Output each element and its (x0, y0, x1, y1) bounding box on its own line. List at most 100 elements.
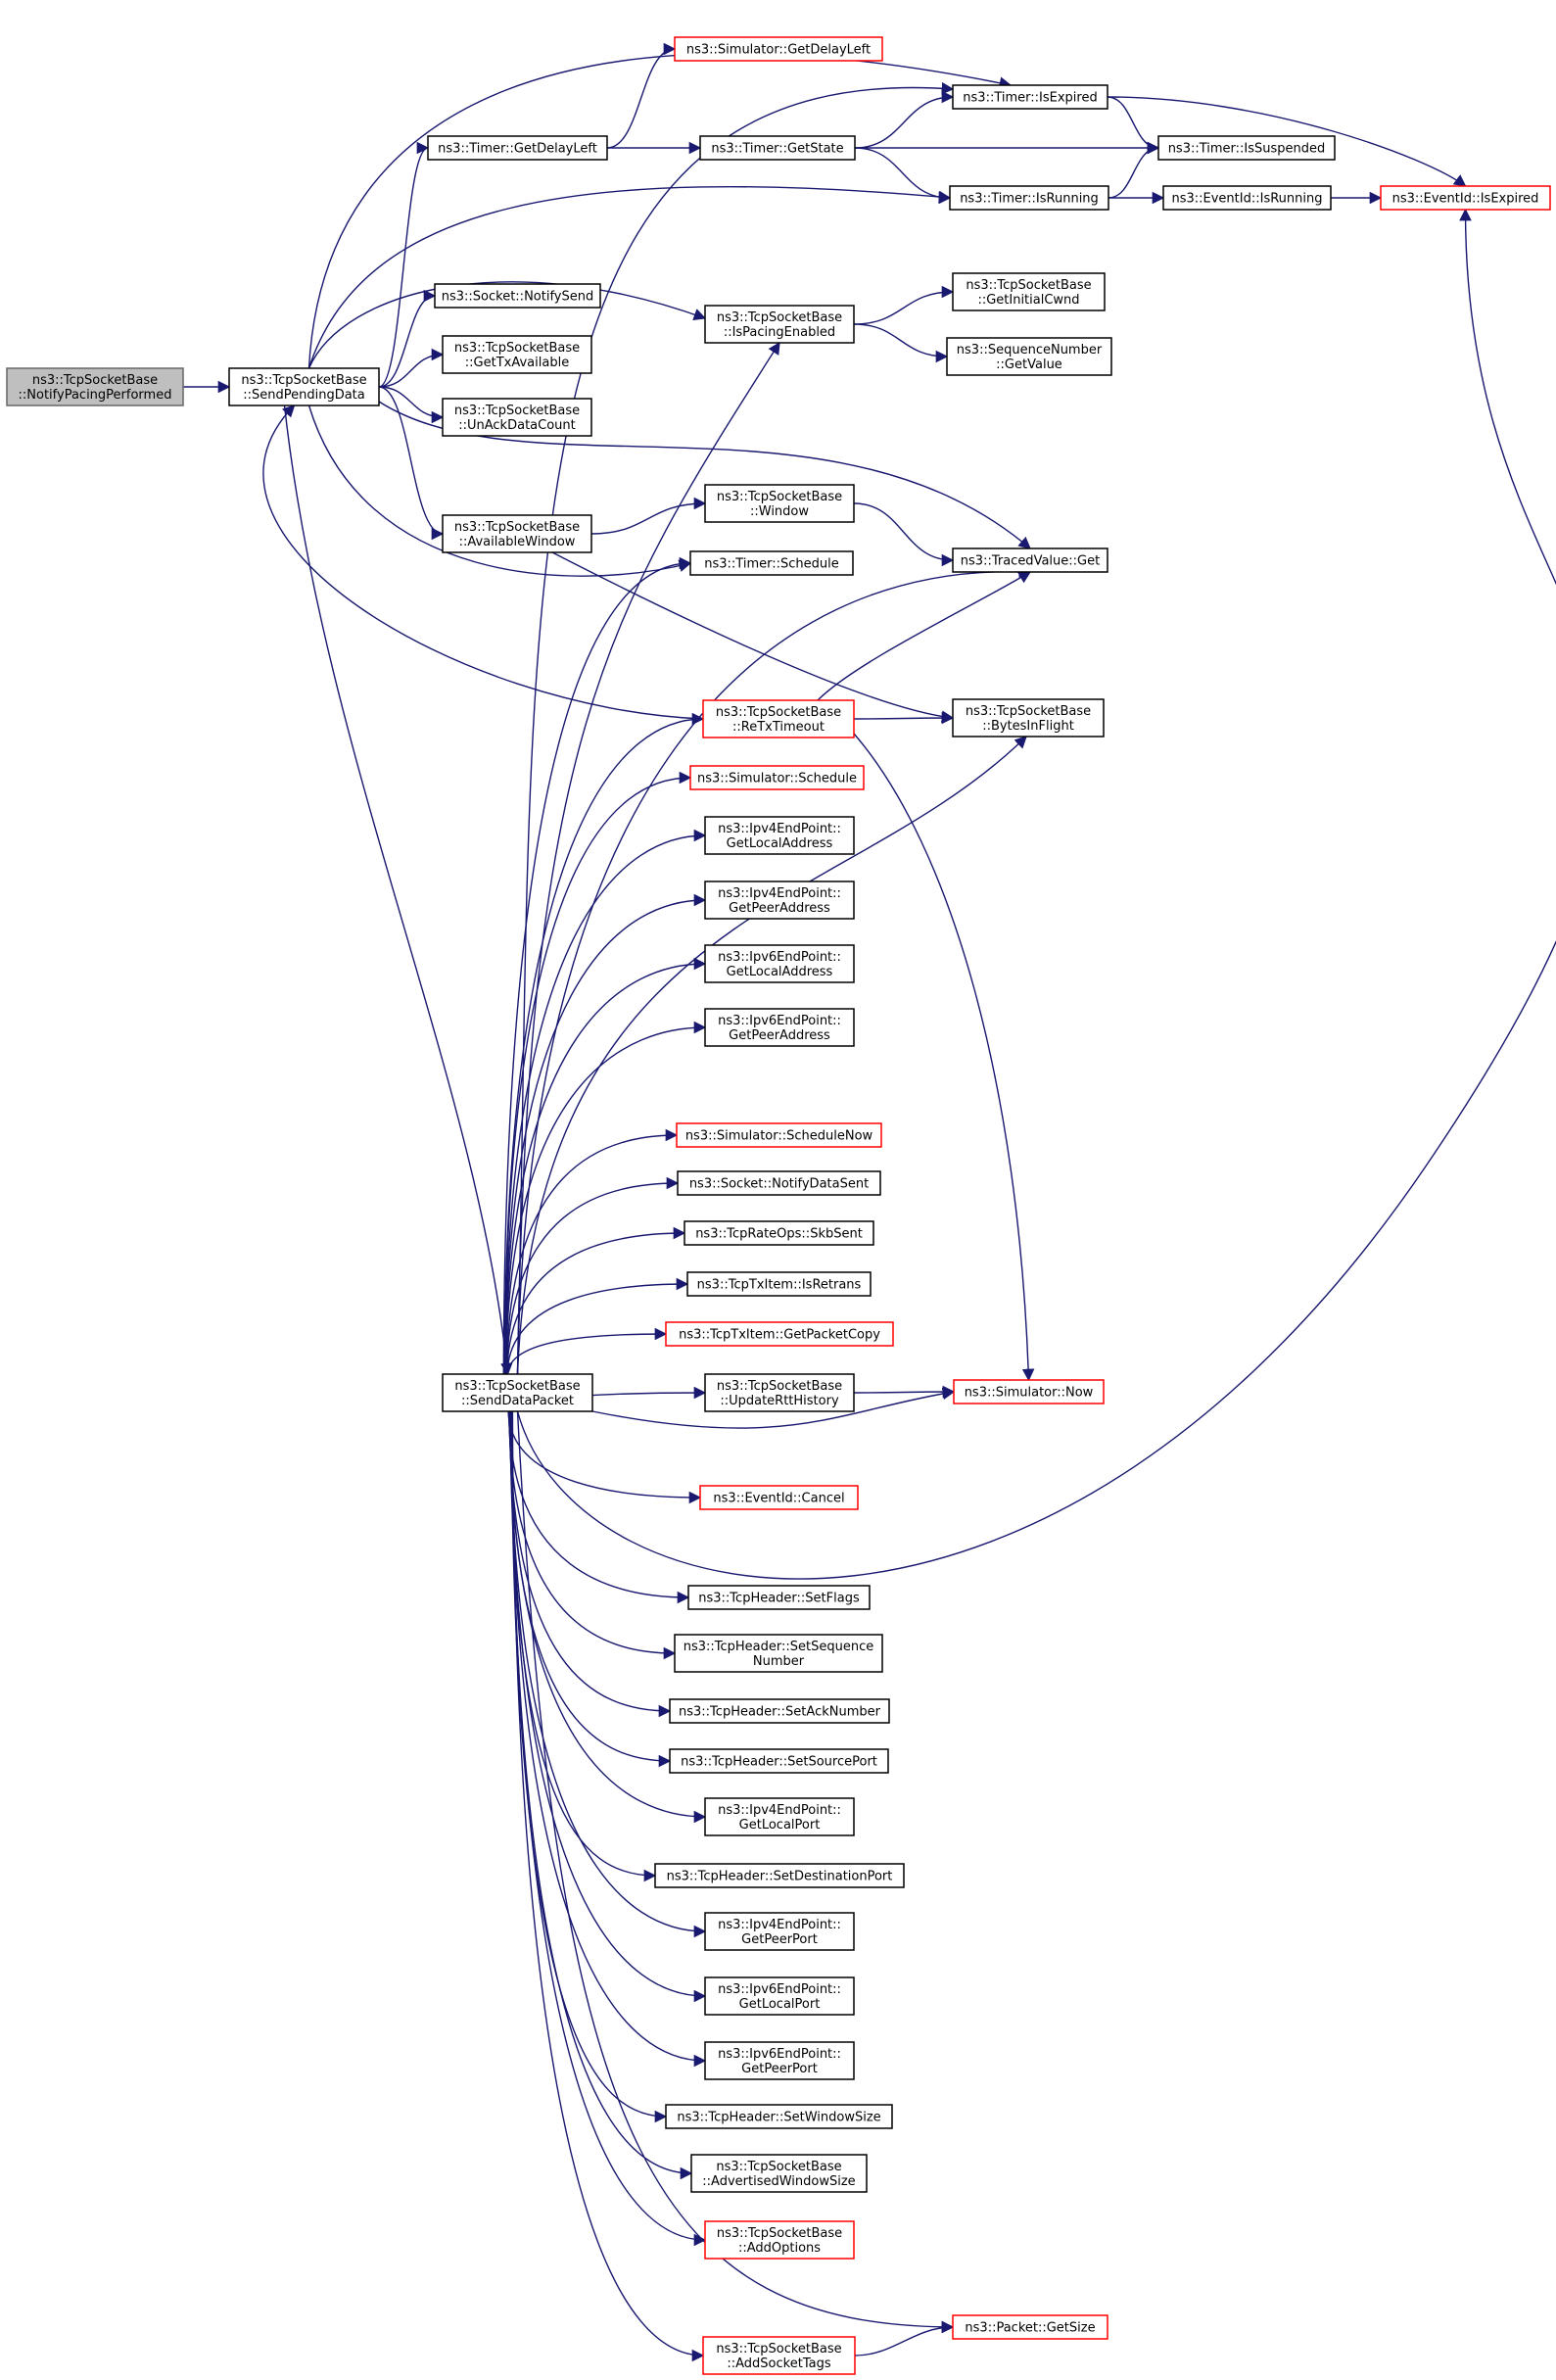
graph-node[interactable]: ns3::Socket::NotifyDataSent (677, 1170, 881, 1196)
graph-node[interactable]: ns3::Timer::IsSuspended (1157, 135, 1336, 161)
node-label: ns3::TcpTxItem::GetPacketCopy (679, 1328, 880, 1343)
graph-node[interactable]: ns3::TcpSocketBase::ReTxTimeout (702, 699, 855, 738)
node-label: ::NotifyPacingPerformed (19, 388, 172, 403)
node-label: ::AdvertisedWindowSize (702, 2174, 855, 2189)
graph-node[interactable]: ns3::Ipv6EndPoint::GetLocalAddress (704, 944, 855, 983)
node-label: ::Window (750, 504, 809, 519)
graph-node[interactable]: ns3::Simulator::Schedule (689, 765, 865, 790)
node-label: ns3::Simulator::Schedule (697, 772, 857, 786)
call-edge-n32-n28 (505, 1176, 680, 1375)
graph-node[interactable]: ns3::Simulator::GetDelayLeft (674, 36, 883, 62)
node-box (442, 1373, 593, 1412)
graph-node[interactable]: ns3::Timer::IsExpired (952, 84, 1108, 110)
node-label: ::GetInitialCwnd (977, 293, 1079, 308)
graph-node[interactable]: ns3::TcpHeader::SetDestinationPort (654, 1863, 905, 1888)
graph-node[interactable]: ns3::Ipv4EndPoint::GetPeerPort (704, 1912, 855, 1951)
graph-node[interactable]: ns3::TcpSocketBase::IsPacingEnabled (704, 305, 855, 344)
graph-node[interactable]: ns3::Ipv6EndPoint::GetLocalPort (704, 1976, 855, 2016)
graph-node[interactable]: ns3::EventId::Cancel (699, 1485, 859, 1510)
node-label: ns3::Ipv6EndPoint:: (718, 1014, 841, 1028)
node-box (669, 1748, 889, 1774)
node-label: ns3::Timer::GetDelayLeft (438, 142, 597, 157)
node-box (687, 1585, 871, 1610)
node-label: ns3::Ipv6EndPoint:: (718, 1982, 841, 1997)
graph-node[interactable]: ns3::TcpSocketBase::AddOptions (704, 2220, 855, 2260)
node-label: ns3::EventId::IsExpired (1392, 192, 1539, 207)
node-box (684, 1220, 874, 1246)
call-edge-n32-n49 (511, 1410, 705, 2362)
call-edge-n1-n7 (307, 185, 952, 369)
node-label: ::GetValue (996, 357, 1062, 372)
graph-node[interactable]: ns3::TcpTxItem::IsRetrans (686, 1271, 872, 1297)
graph-node[interactable]: ns3::Timer::Schedule (689, 550, 854, 576)
graph-node[interactable]: ns3::Ipv6EndPoint::GetPeerPort (704, 2041, 855, 2080)
node-box (686, 1271, 872, 1297)
node-label: ns3::TcpRateOps::SkbSent (695, 1227, 863, 1242)
call-edge-n16-n21 (551, 551, 955, 723)
graph-node[interactable]: ns3::Ipv4EndPoint::GetPeerAddress (704, 881, 855, 920)
node-box (952, 2314, 1108, 2340)
graph-node[interactable]: ns3::TcpSocketBase::AddSocketTags (702, 2336, 856, 2375)
node-label: ns3::TcpHeader::SetSourcePort (681, 1755, 877, 1770)
graph-node[interactable]: ns3::TcpSocketBase::GetTxAvailable (442, 335, 592, 374)
graph-node[interactable]: ns3::Timer::GetDelayLeft (427, 135, 608, 161)
graph-node[interactable]: ns3::TcpHeader::SetFlags (687, 1585, 871, 1610)
node-label: ns3::TcpSocketBase (716, 2160, 841, 2174)
graph-node[interactable]: ns3::TcpSocketBase::AvailableWindow (442, 514, 592, 553)
node-label: ns3::TcpSocketBase (717, 2226, 842, 2241)
graph-node[interactable]: ns3::TcpHeader::SetWindowSize (665, 2104, 893, 2129)
call-edge-n11-n12 (853, 285, 955, 325)
graph-node[interactable]: ns3::Ipv4EndPoint::GetLocalPort (704, 1797, 855, 1836)
graph-node[interactable]: ns3::SequenceNumber::GetValue (946, 337, 1112, 376)
call-edge-n32-n29 (505, 1226, 686, 1375)
graph-node[interactable]: ns3::TcpSocketBase::AdvertisedWindowSize (690, 2154, 868, 2193)
call-edge-n1-n16 (378, 386, 445, 541)
graph-node[interactable]: ns3::TcpSocketBase::SendDataPacket (442, 1373, 593, 1412)
graph-node[interactable]: ns3::TcpHeader::SetAckNumber (669, 1698, 890, 1724)
node-box (665, 2104, 893, 2129)
node-label: ns3::Simulator::Now (965, 1386, 1094, 1401)
graph-node[interactable]: ns3::TcpSocketBase::UnAckDataCount (442, 398, 592, 437)
node-label: ::BytesInFlight (982, 719, 1074, 734)
graph-node[interactable]: ns3::EventId::IsExpired (1380, 185, 1551, 211)
node-label: GetPeerAddress (729, 901, 830, 916)
node-label: ns3::Socket::NotifySend (442, 290, 594, 305)
graph-node[interactable]: ns3::TcpSocketBase::Window (704, 484, 855, 523)
call-edge-n3-n2 (606, 42, 677, 149)
graph-node[interactable]: ns3::Packet::GetSize (952, 2314, 1108, 2340)
graph-node[interactable]: ns3::Ipv4EndPoint::GetLocalAddress (704, 816, 855, 855)
graph-node[interactable]: ns3::Ipv6EndPoint::GetPeerAddress (704, 1008, 855, 1047)
node-label: ns3::TracedValue::Get (961, 554, 1100, 569)
graph-node[interactable]: ns3::Simulator::ScheduleNow (676, 1122, 882, 1148)
graph-node[interactable]: ns3::TcpTxItem::GetPacketCopy (665, 1321, 894, 1347)
nodes-layer: ns3::TcpSocketBase::NotifyPacingPerforme… (6, 36, 1551, 2375)
graph-node[interactable]: ns3::TcpHeader::SetSourcePort (669, 1748, 889, 1774)
node-label: ::ReTxTimeout (732, 720, 825, 735)
node-box (704, 944, 855, 983)
call-edge-n1-n19 (307, 405, 692, 577)
graph-node[interactable]: ns3::Timer::GetState (699, 135, 856, 161)
graph-node[interactable]: ns3::TcpSocketBase::SendPendingData (228, 367, 380, 406)
graph-node[interactable]: ns3::TracedValue::Get (952, 547, 1108, 573)
node-box (704, 881, 855, 920)
graph-node[interactable]: ns3::Simulator::Now (953, 1379, 1105, 1404)
call-edge-n49-n48 (854, 2320, 955, 2356)
graph-node[interactable]: ns3::EventId::IsRunning (1162, 185, 1332, 211)
node-label: ns3::Packet::GetSize (965, 2321, 1095, 2336)
graph-node[interactable]: ns3::TcpSocketBase::BytesInFlight (952, 698, 1105, 738)
graph-node[interactable]: ns3::TcpSocketBase::UpdateRttHistory (704, 1373, 855, 1412)
call-edge-n32-n27 (505, 1128, 679, 1375)
node-box (442, 335, 592, 374)
node-label: Number (753, 1654, 805, 1669)
graph-node[interactable]: ns3::Timer::IsRunning (949, 185, 1109, 211)
node-label: ns3::TcpSocketBase (454, 404, 580, 418)
node-box (702, 2336, 856, 2375)
call-edge-n5-n4 (854, 90, 955, 149)
node-box (674, 1634, 883, 1673)
graph-node[interactable]: ns3::Socket::NotifySend (434, 283, 601, 309)
node-label: GetPeerAddress (729, 1028, 830, 1043)
graph-node[interactable]: ns3::TcpSocketBase::GetInitialCwnd (952, 272, 1106, 311)
graph-node[interactable]: ns3::TcpRateOps::SkbSent (684, 1220, 874, 1246)
